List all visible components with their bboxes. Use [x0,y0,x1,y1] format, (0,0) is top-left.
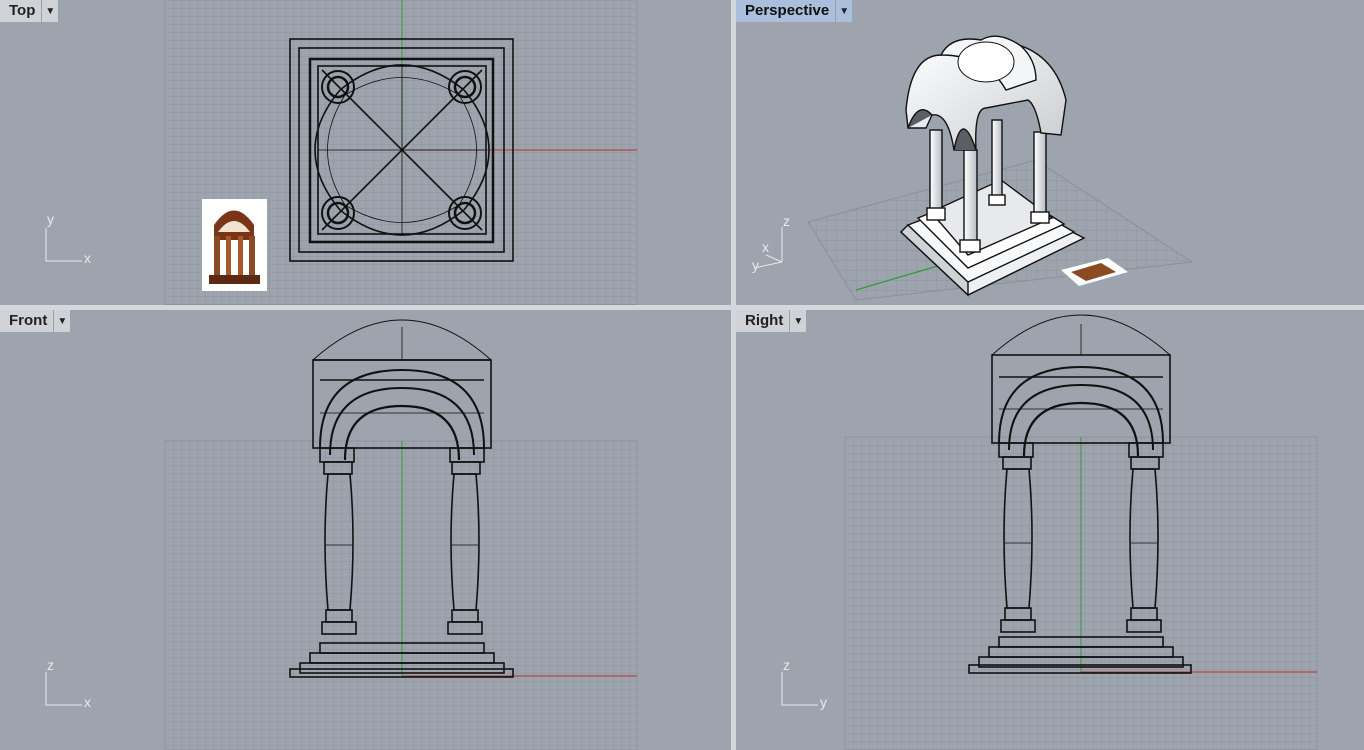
viewport-tab-front[interactable]: Front ▼ [0,310,71,332]
axis-widget [45,228,82,262]
reference-image-thumbnail [1061,258,1128,286]
viewport-title[interactable]: Front [0,310,55,332]
viewport-title[interactable]: Top [0,0,43,22]
triangle-down-icon[interactable]: ▼ [836,0,853,22]
axis-label-z: z [47,657,54,673]
reference-image-thumbnail [202,199,267,291]
right-viewport-canvas: z y [781,314,1318,750]
perspective-viewport-canvas: z x y [752,35,1194,301]
triangle-down-icon[interactable]: ▼ [790,310,807,332]
triangle-down-icon[interactable]: ▼ [54,310,71,332]
axis-widget [753,227,783,269]
viewport-tab-right[interactable]: Right ▼ [736,310,807,332]
plan-drawing [289,38,514,262]
viewport-tab-perspective[interactable]: Perspective ▼ [736,0,853,22]
top-viewport-canvas: y x [45,0,638,305]
perspective-viewport[interactable]: z x y Perspective ▼ [736,0,1364,305]
axis-label-x: x [762,239,769,255]
right-elevation-drawing [968,314,1192,674]
axis-label-y: y [820,694,827,710]
axis-label-z: z [783,213,790,229]
y-axis-line [855,264,942,291]
axis-label-x: x [84,694,91,710]
front-viewport[interactable]: z x Front ▼ [0,310,731,750]
viewport-title[interactable]: Perspective [736,0,837,22]
gazebo-3d-model [899,35,1086,297]
axis-label-y: y [752,257,759,273]
construction-grid [164,440,638,750]
triangle-down-icon[interactable]: ▼ [42,0,59,22]
front-viewport-canvas: z x [45,319,638,750]
axis-widget [45,672,82,706]
top-viewport[interactable]: y x Top ▼ [0,0,731,305]
viewport-tab-top[interactable]: Top ▼ [0,0,59,22]
front-elevation-drawing [289,319,514,678]
axis-widget [781,672,818,706]
right-viewport[interactable]: z y Right ▼ [736,310,1364,750]
axis-label-x: x [84,250,91,266]
axis-label-y: y [47,211,54,227]
viewport-title[interactable]: Right [736,310,791,332]
axis-label-z: z [783,657,790,673]
